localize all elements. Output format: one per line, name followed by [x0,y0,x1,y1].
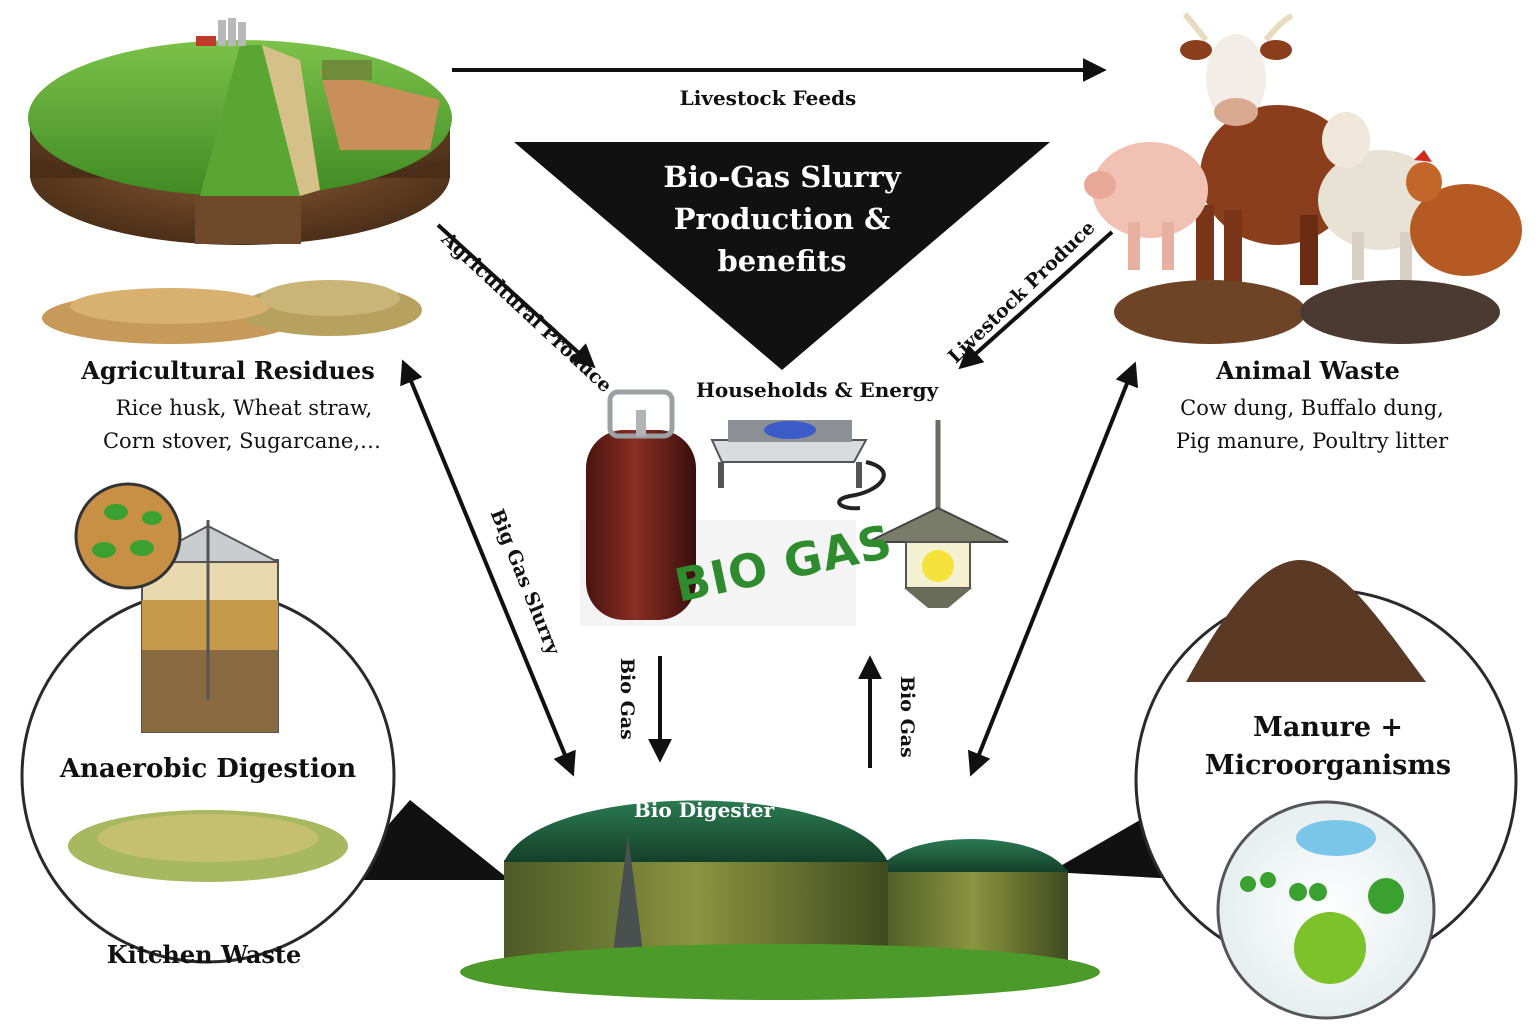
agricultural-residues-heading: Agricultural Residues [81,356,375,385]
microorganism-icons [1240,820,1404,984]
title-line-3: benefits [717,244,847,278]
animal-waste-link-arrow [967,361,1139,777]
bio-gas-up-label: Bio Gas [896,676,918,758]
agricultural-residues-line-1: Rice husk, Wheat straw, [115,396,373,420]
anaerobic-digestion-panel [20,482,510,964]
animal-waste-heading: Animal Waste [1216,356,1400,385]
title-line-1: Bio-Gas Slurry [663,160,901,194]
title-triangle [514,142,1050,370]
agricultural-residues-line-2: Corn stover, Sugarcane,… [102,429,382,453]
households-energy-panel [580,389,1009,626]
gas-cylinder [586,430,696,620]
big-gas-slurry-arrow [400,359,576,777]
agricultural-field-illustration [28,18,452,245]
livestock-produce-arrow [958,230,1114,370]
bio-digester-label: Bio Digester [633,798,775,822]
anaerobic-digestion-heading: Anaerobic Digestion [59,754,357,784]
households-energy-label: Households & Energy [696,378,939,402]
agricultural-residue-piles [42,280,422,344]
agricultural-produce-arrow [436,223,596,369]
manure-heading-line-1: Manure + [1252,712,1404,743]
livestock-illustration [1084,12,1522,344]
animal-waste-line-2: Pig manure, Poultry litter [1175,429,1449,453]
livestock-feeds-label: Livestock Feeds [679,86,857,110]
manure-heading-line-2: Microorganisms [1204,750,1452,781]
lamp [867,420,1009,608]
gas-stove [710,420,886,511]
animal-waste-line-1: Cow dung, Buffalo dung, [1180,396,1444,420]
title-line-2: Production & [673,202,891,236]
bio-gas-down-label: Bio Gas [616,658,638,740]
bio-digester-illustration [460,800,1100,1000]
manure-microorganisms-panel [1050,560,1518,1020]
kitchen-waste-caption: Kitchen Waste [106,940,302,969]
